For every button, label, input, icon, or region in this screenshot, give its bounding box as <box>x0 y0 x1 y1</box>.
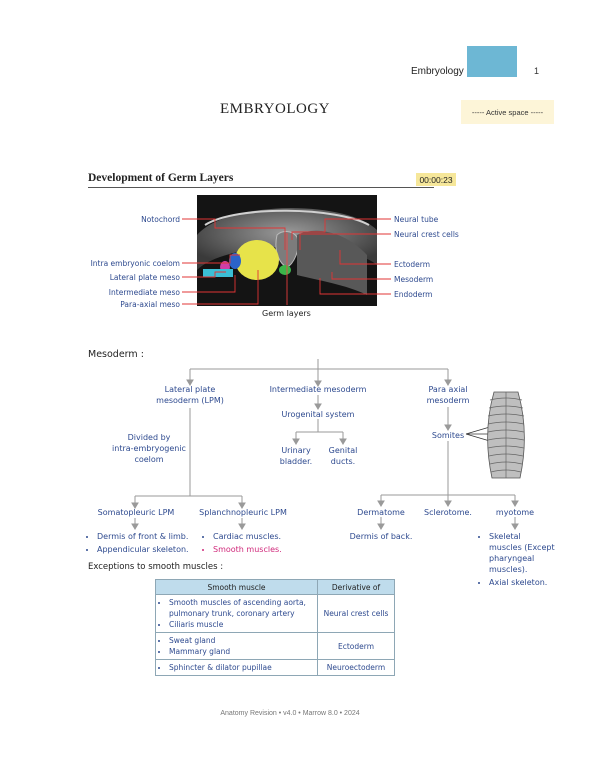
list-item: Smooth muscles of ascending aorta, pulmo… <box>169 597 313 619</box>
section-divider <box>88 187 434 188</box>
active-space-box: ----- Active space ----- <box>461 100 554 124</box>
somatopleuric-list: Dermis of front & limb. Appendicular ske… <box>88 531 198 557</box>
header-label: Embryology <box>411 66 464 77</box>
somites-label: Somites <box>431 431 465 440</box>
label-intra-embryonic-coelom: Intra embryonic coelom <box>90 259 180 268</box>
list-item: Appendicular skeleton. <box>97 544 198 555</box>
label-intermediate-meso: Intermediate meso <box>108 288 180 297</box>
myotome: myotome <box>495 508 535 517</box>
list-item: Sweat gland <box>169 635 313 646</box>
section-title: Development of Germ Layers <box>88 172 234 184</box>
paraaxial-mesoderm: Para axial mesoderm <box>426 385 470 405</box>
exceptions-heading: Exceptions to smooth muscles : <box>88 562 224 572</box>
table-row: Sphincter & dilator pupillae Neuroectode… <box>155 659 395 676</box>
list-item: Sphincter & dilator pupillae <box>169 662 313 673</box>
list-item: Ciliaris muscle <box>169 619 313 630</box>
genital-ducts: Genital ducts. <box>328 446 358 466</box>
label-neural-crest-cells: Neural crest cells <box>394 230 459 239</box>
label-neural-tube: Neural tube <box>394 215 439 224</box>
dermatome-desc: Dermis of back. <box>349 532 413 541</box>
video-timestamp[interactable]: 00:00:23 <box>416 173 456 186</box>
column-header: Derivative of <box>317 579 395 595</box>
lateral-plate-mesoderm: Lateral plate mesoderm (LPM) <box>156 385 224 405</box>
urogenital-system: Urogenital system <box>281 410 355 419</box>
table-row: Smooth muscles of ascending aorta, pulmo… <box>155 594 395 633</box>
label-para-axial-meso: Para-axial meso <box>120 300 180 309</box>
splanchnopleuric-list: Cardiac muscles. Smooth muscles. <box>204 531 300 557</box>
label-ectoderm: Ectoderm <box>394 260 431 269</box>
splanchnopleuric-lpm: Splanchnopleuric LPM <box>199 508 287 517</box>
embryo-cross-section-image <box>197 195 377 306</box>
figure-caption: Germ layers <box>262 309 311 318</box>
myotome-list: Skeletal muscles (Except pharyngeal musc… <box>480 531 556 590</box>
list-item: Axial skeleton. <box>489 577 556 588</box>
list-item: Skeletal muscles (Except pharyngeal musc… <box>489 531 556 575</box>
somatopleuric-lpm: Somatopleuric LPM <box>97 508 175 517</box>
list-item: Cardiac muscles. <box>213 531 300 542</box>
urinary-bladder: Urinary bladder. <box>279 446 313 466</box>
label-endoderm: Endoderm <box>394 290 433 299</box>
divided-by-coelom-note: Divided by intra-embryogenic coelom <box>112 433 186 464</box>
list-item: Mammary gland <box>169 646 313 657</box>
mesoderm-heading: Mesoderm : <box>88 349 144 360</box>
label-notochord: Notochord <box>141 215 180 224</box>
label-mesoderm: Mesoderm <box>394 275 434 284</box>
table-header-row: Smooth muscle Derivative of <box>155 579 395 595</box>
list-item: Dermis of front & limb. <box>97 531 198 542</box>
table-cell: Neuroectoderm <box>317 659 395 676</box>
somite-illustration <box>487 391 525 479</box>
page-footer: Anatomy Revision • v4.0 • Marrow 8.0 • 2… <box>220 710 360 717</box>
list-item: Smooth muscles. <box>213 544 300 555</box>
table-row: Sweat gland Mammary gland Ectoderm <box>155 632 395 660</box>
header-color-box <box>467 46 517 77</box>
column-header: Smooth muscle <box>155 579 318 595</box>
page-title: EMBRYOLOGY <box>219 101 330 117</box>
smooth-muscle-exceptions-table: Smooth muscle Derivative of Smooth muscl… <box>155 579 395 676</box>
label-lateral-plate-meso: Lateral plate meso <box>109 273 180 282</box>
dermatome: Dermatome <box>357 508 405 517</box>
table-cell: Ectoderm <box>317 632 395 660</box>
page-number: 1 <box>534 66 540 76</box>
sclerotome: Sclerotome. <box>424 508 472 517</box>
intermediate-mesoderm: Intermediate mesoderm <box>269 385 367 394</box>
table-cell: Neural crest cells <box>317 594 395 633</box>
